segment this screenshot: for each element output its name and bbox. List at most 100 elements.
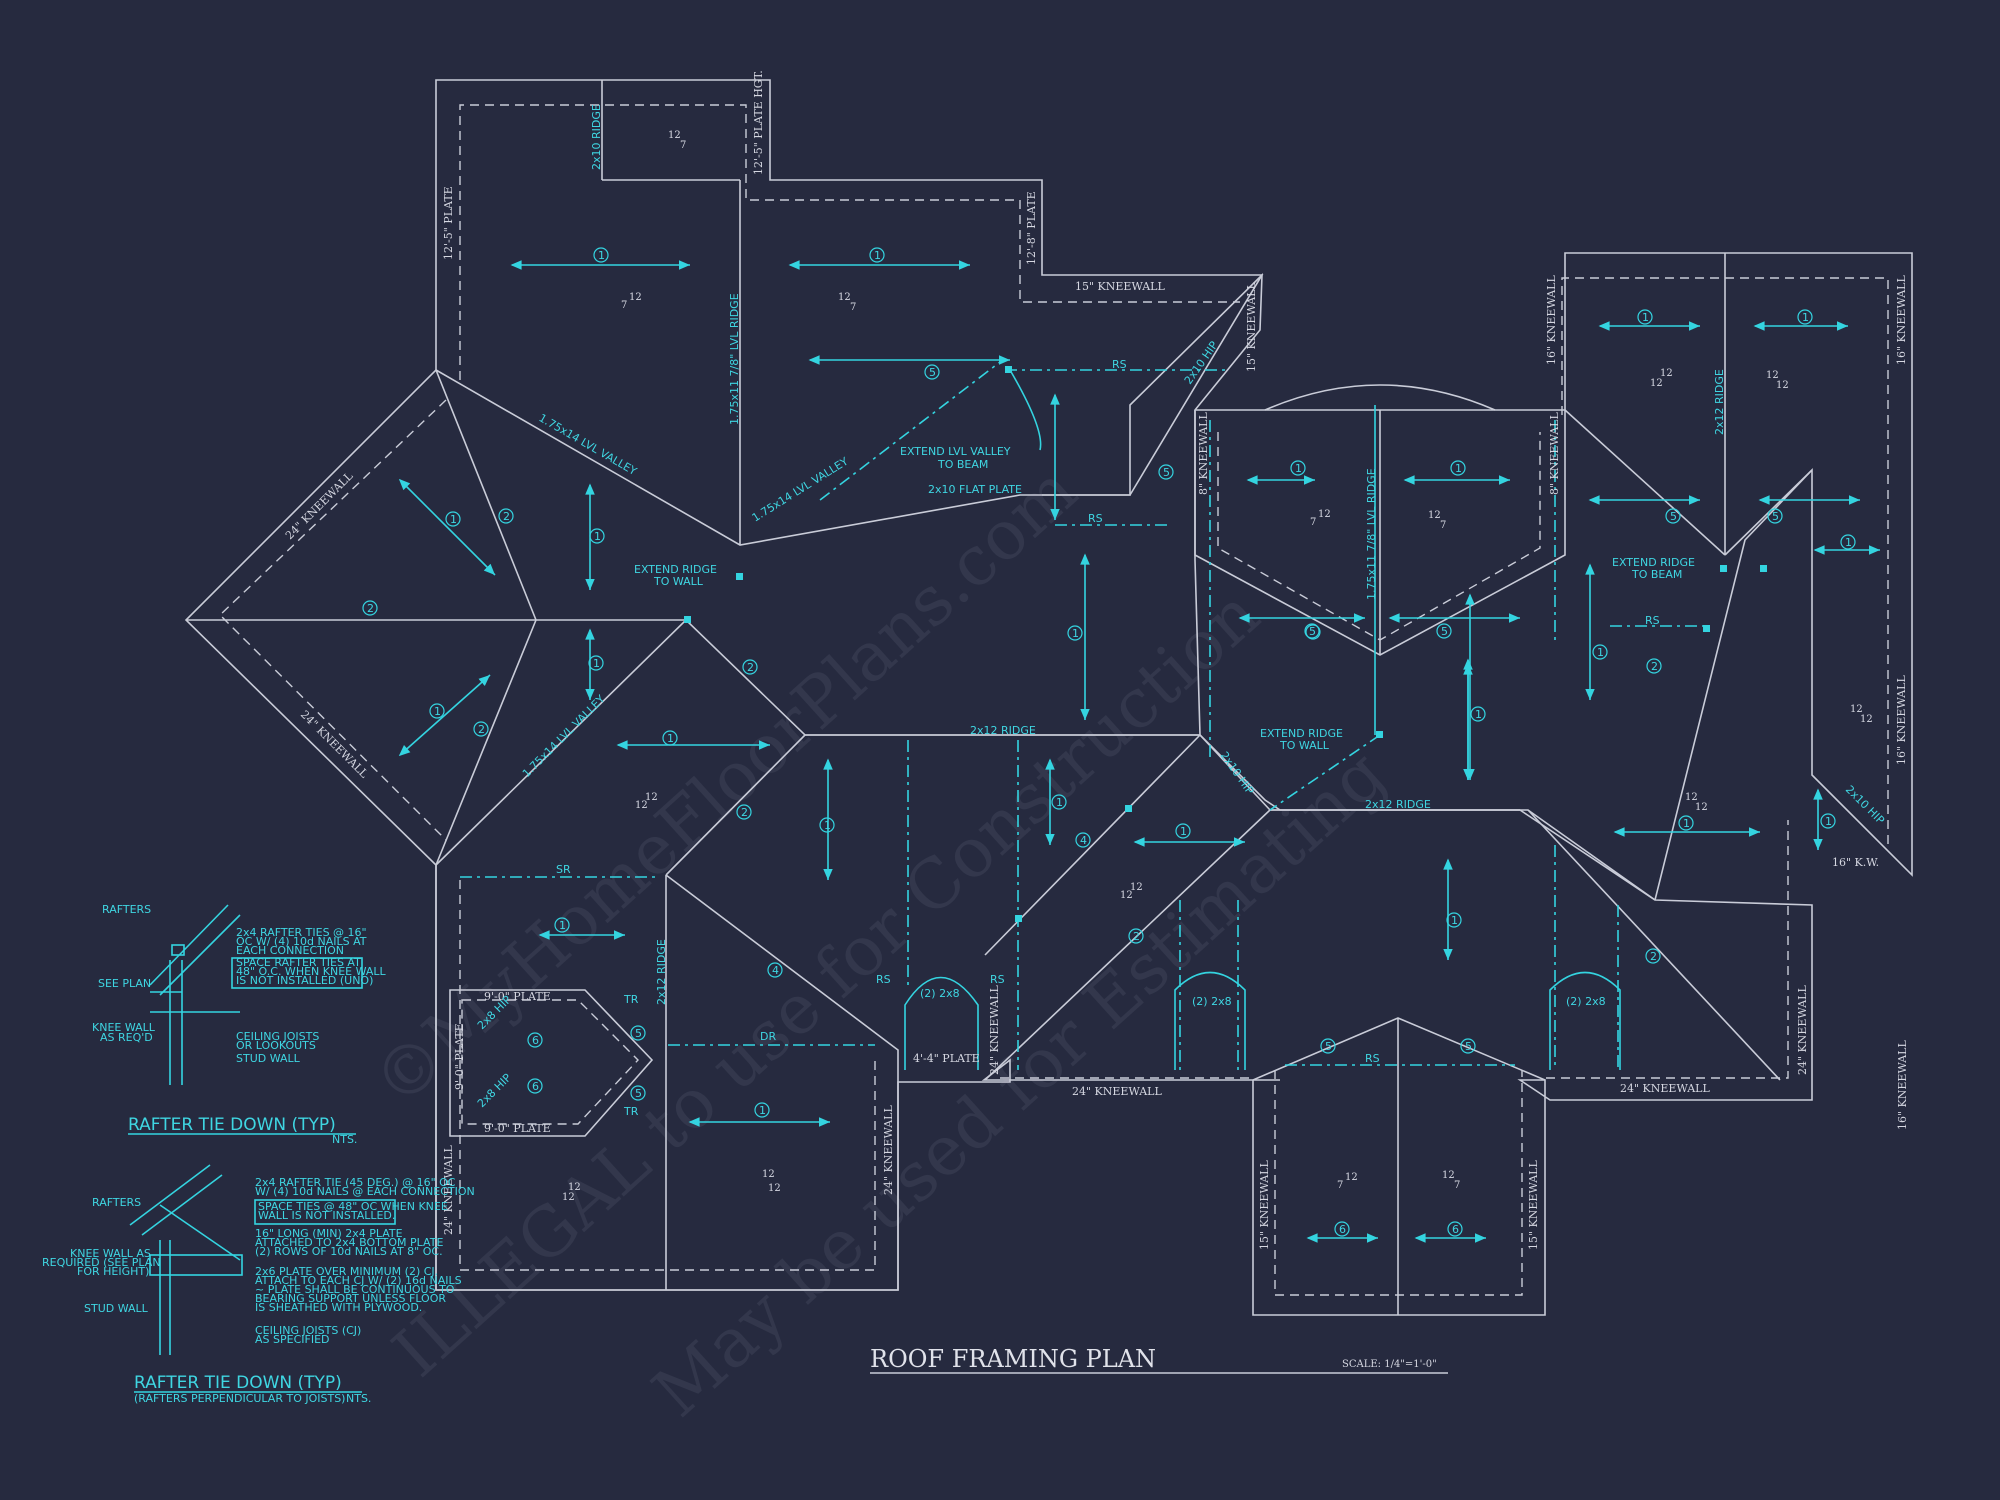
mark-5i-text: 5	[1670, 510, 1677, 523]
label-plate-9-bot: 9'-0" PLATE	[484, 1122, 551, 1135]
mark-5a-text: 5	[929, 366, 936, 379]
mark-6b-text: 6	[1452, 1223, 1459, 1236]
pitch-c-run: 7	[850, 302, 856, 313]
pitch-j-run: 12	[1695, 802, 1708, 813]
mark-5j: 5	[1767, 508, 1783, 524]
pitch-d: 7 12	[1310, 509, 1331, 528]
mark-1c: 1	[445, 511, 461, 527]
mark-1s-text: 1	[1802, 311, 1809, 324]
pitch-o-rise: 12	[1442, 1170, 1455, 1181]
d1-ceiling-1: CEILING JOISTS	[236, 1030, 319, 1043]
label-hip-2x10-b: 2x10 HIP	[1218, 749, 1257, 797]
label-kneewall-24-b4: 24" KNEEWALL	[1072, 1085, 1162, 1098]
pitch-h: 12 12	[635, 792, 658, 811]
pitch-j: 12 12	[1685, 792, 1708, 813]
valley-dash-b	[1269, 734, 1381, 811]
mark-1v: 1	[1678, 815, 1694, 831]
label-kneewall-15-top: 15" KNEEWALL	[1075, 280, 1165, 293]
dormer-b	[1174, 971, 1246, 1070]
mark-2a-text: 2	[503, 510, 510, 523]
d2-title: RAFTER TIE DOWN (TYP)	[134, 1373, 342, 1393]
mark-5c: 5	[1304, 623, 1320, 639]
pitch-k: 12 12	[1850, 704, 1873, 725]
mark-2b-text: 2	[367, 602, 374, 615]
wing-north-kneewall	[459, 104, 1240, 380]
label-kneewall-24-sw: 24" KNEEWALL	[298, 708, 371, 781]
sw-block	[435, 865, 899, 1291]
pitch-g-rise: 12	[1766, 370, 1779, 381]
label-lvl-valley-3: 1.75x14 LVL VALLEY	[750, 455, 851, 525]
label-kneewall-24-nw: 24" KNEEWALL	[283, 469, 356, 542]
pitch-h-rise: 12	[645, 792, 658, 803]
d2-knee-3: FOR HEIGHT)	[77, 1265, 149, 1278]
mark-6a-text: 6	[1339, 1223, 1346, 1236]
mark-1a: 1	[593, 247, 609, 263]
d2-rafter-b	[141, 1174, 223, 1236]
d2-space-2: WALL IS NOT INSTALLED.	[258, 1209, 395, 1222]
wing-outline-north	[435, 79, 1264, 496]
d1-tie	[171, 944, 185, 956]
mark-1v-text: 1	[1683, 817, 1690, 830]
mark-5f: 5	[1460, 1038, 1476, 1054]
label-sr-a: SR	[556, 863, 571, 876]
label-hip-2x8-b: 2x8 HIP	[475, 1071, 514, 1110]
mark-1o-text: 1	[1451, 914, 1458, 927]
d2-knee-1: KNEE WALL AS	[70, 1247, 151, 1260]
mark-5a: 5	[924, 364, 940, 380]
pitch-k-run: 12	[1860, 714, 1873, 725]
sw-kneewall	[459, 880, 876, 1271]
mark-5g: 5	[630, 1025, 646, 1041]
mark-1u-text: 1	[1845, 536, 1852, 549]
pitch-m-run: 12	[562, 1192, 575, 1203]
mark-2h: 2	[1646, 658, 1662, 674]
ne-wing-hip	[1564, 409, 1726, 556]
mark-2b: 2	[362, 600, 378, 616]
d1-space-2: 48" O.C. WHEN KNEE WALL	[236, 965, 387, 978]
mark-2g: 2	[1645, 948, 1661, 964]
d1-space-1: SPACE RAFTER TIES AT	[236, 956, 361, 969]
label-tr-b: TR	[623, 1105, 639, 1118]
mark-1q-text: 1	[759, 1104, 766, 1117]
d1-rafter-b	[159, 914, 241, 996]
mark-5c-text: 5	[1309, 625, 1316, 638]
d1-rafter-a	[149, 904, 229, 986]
label-hip-2x10-c: 2x10 HIP	[1843, 783, 1887, 827]
mark-1b-text: 1	[874, 249, 881, 262]
mark-1r-text: 1	[1642, 311, 1649, 324]
bottom-kneewall-right	[1546, 820, 1789, 1079]
mark-5h: 5	[630, 1085, 646, 1101]
mark-6d: 6	[527, 1078, 543, 1094]
center-block-kneewall	[1217, 432, 1541, 641]
d2-plate-3: (2) ROWS OF 10d NAILS AT 8" OC.	[255, 1245, 443, 1258]
mark-1m: 1	[1470, 706, 1486, 722]
label-2-2x8-a: (2) 2x8	[920, 987, 960, 1000]
label-plate-left: 12'-5" PLATE	[442, 186, 455, 260]
mark-6a: 6	[1334, 1221, 1350, 1237]
pitch-n: 7 12	[1337, 1172, 1358, 1191]
pitch-e-run: 7	[1440, 520, 1446, 531]
pitch-b: 7 12	[621, 292, 642, 311]
plan-title: ROOF FRAMING PLAN	[870, 1345, 1156, 1373]
d2-tie-1: 2x4 RAFTER TIE (45 DEG.) @ 16" OC	[255, 1176, 456, 1189]
label-extend-ridge-3b: TO BEAM	[1631, 568, 1682, 581]
label-ridge-2x12-b: 2x12 RIDGE	[1365, 798, 1431, 811]
connector-i	[1760, 565, 1767, 572]
mark-1r: 1	[1637, 309, 1653, 325]
label-rs-b: RS	[1088, 512, 1103, 525]
central-hip-b	[665, 734, 806, 876]
label-kneewall-8-a: 8" KNEEWALL	[1197, 412, 1210, 495]
title-block: ROOF FRAMING PLAN SCALE: 1/4"=1'-0"	[870, 1345, 1448, 1374]
d1-stud-wall: STUD WALL	[236, 1052, 301, 1065]
d2-note-box	[254, 1199, 396, 1225]
label-kneewall-16-c: 16" KNEEWALL	[1895, 675, 1908, 765]
label-extend-ridge-1a: EXTEND RIDGE	[634, 563, 717, 576]
west-diamond	[184, 273, 1813, 1316]
mark-5e: 5	[1320, 1038, 1336, 1054]
mark-1h: 1	[819, 817, 835, 833]
pitch-d-run: 12	[1318, 509, 1331, 520]
mark-1f-text: 1	[593, 657, 600, 670]
mark-1l: 1	[1450, 460, 1466, 476]
mark-1l-text: 1	[1455, 462, 1462, 475]
label-plate-4-4: 4'-4" PLATE	[913, 1052, 980, 1065]
